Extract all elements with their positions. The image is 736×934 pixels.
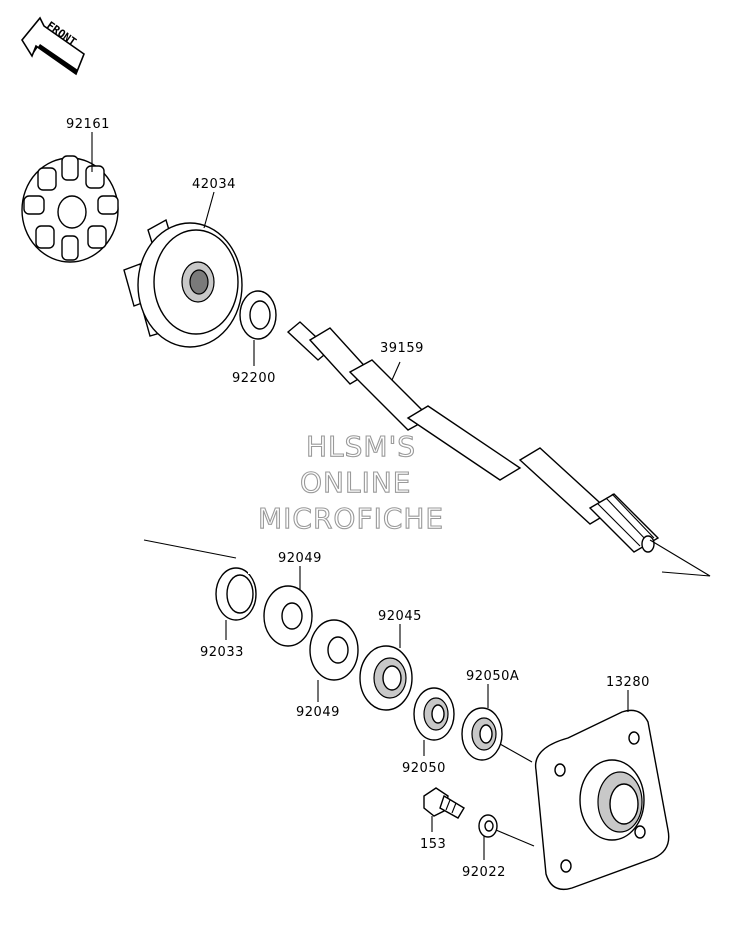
label-92161: 92161 <box>66 117 110 132</box>
watermark-line-2: ONLINE <box>300 466 411 499</box>
part-13280-housing <box>534 709 670 891</box>
part-92200-washer <box>239 290 277 340</box>
label-92049-lower: 92049 <box>296 705 340 720</box>
front-arrow-icon: FRONT <box>21 16 85 76</box>
leader-42034 <box>203 191 215 229</box>
axis-line-left <box>143 539 237 559</box>
label-92049-upper: 92049 <box>278 551 322 566</box>
watermark-line-3: MICROFICHE <box>258 502 444 535</box>
label-153: 153 <box>420 837 446 852</box>
watermark-line-1: HLSM'S <box>306 430 416 463</box>
part-92049-seal-lower <box>309 619 359 681</box>
part-42034-hub <box>123 218 243 348</box>
label-42034: 42034 <box>192 177 236 192</box>
part-153-bolt <box>423 787 465 819</box>
label-92033: 92033 <box>200 645 244 660</box>
part-92033-circlip <box>215 567 258 621</box>
part-39159-shaft <box>286 321 660 553</box>
axis-line-92022 <box>495 829 535 847</box>
label-92022: 92022 <box>462 865 506 880</box>
label-39159: 39159 <box>380 341 424 356</box>
part-92050a-bearing <box>461 707 503 761</box>
part-92161-coupler <box>21 155 119 263</box>
label-92200: 92200 <box>232 371 276 386</box>
leader-39159 <box>391 361 401 381</box>
axis-line-right <box>649 539 711 577</box>
label-92050a: 92050A <box>466 669 519 684</box>
label-92045: 92045 <box>378 609 422 624</box>
part-92049-seal-upper <box>263 585 313 647</box>
label-13280: 13280 <box>606 675 650 690</box>
part-92022-washer <box>478 814 498 838</box>
part-92050-bearing <box>413 687 455 741</box>
part-92045-bearing <box>359 645 413 711</box>
axis-line-92050a <box>499 743 533 763</box>
label-92050: 92050 <box>402 761 446 776</box>
